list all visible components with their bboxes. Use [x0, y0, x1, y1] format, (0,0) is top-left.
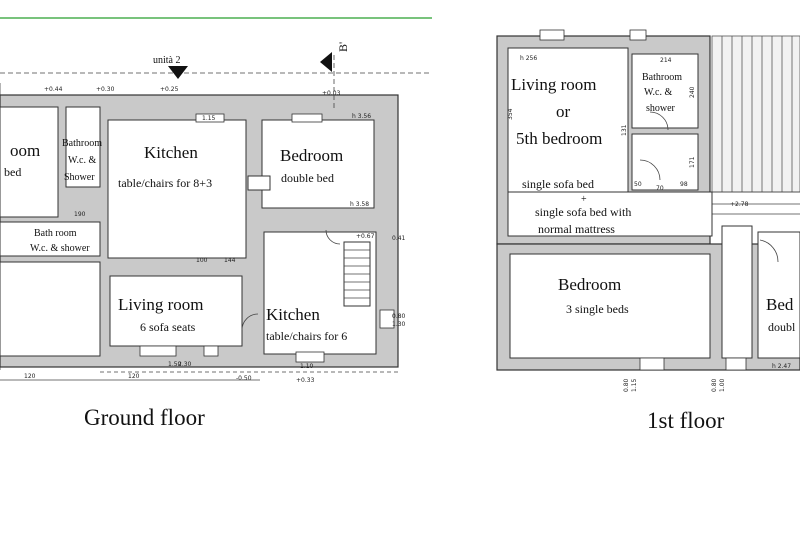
dim-label: +0.44 [44, 86, 63, 93]
dim-label: +0.67 [356, 233, 375, 240]
ground-left-lower-room [0, 261, 101, 357]
ground-floor-plan: unità 2 B' oom bed Bathroom W.c. & Showe… [0, 17, 432, 430]
dim-label: -0.50 [236, 375, 252, 382]
dim-label: +2.78 [730, 201, 749, 208]
unit-label: unità 2 [153, 55, 181, 66]
first-bath-line1: Bathroom [642, 72, 682, 83]
kitchen2-label: Kitchen [266, 305, 320, 324]
dim-label: 0.80 [711, 378, 718, 392]
dim-label: 1.10 [300, 363, 314, 370]
bath1-line2: W.c. & [68, 155, 96, 166]
dim-label: +0.30 [96, 86, 115, 93]
left-room-label: oom [10, 141, 40, 160]
ground-bedroom [261, 119, 375, 209]
unit-marker-arrow [168, 66, 188, 79]
dim-label: h 3.56 [352, 113, 371, 120]
dim-label: 0.80 [392, 313, 406, 320]
first-bedroom-partial [757, 231, 800, 359]
first-bath-line3: shower [646, 103, 676, 114]
ground-living-room [109, 275, 243, 347]
ground-kitchen-1 [107, 119, 247, 259]
kitchen1-label: Kitchen [144, 143, 198, 162]
first-bed-partial-sub: doubl [768, 320, 796, 334]
first-living-line1: Living room [511, 75, 596, 94]
section-label: B' [336, 42, 350, 52]
first-bathroom [631, 53, 699, 129]
first-bedroom-sub: 3 single beds [566, 302, 629, 316]
bedroom-sub: double bed [281, 171, 334, 185]
dim-label: 240 [689, 86, 696, 98]
dim-label: 120 [24, 373, 36, 380]
dim-label: +0.33 [296, 377, 315, 384]
living-sub: 6 sofa seats [140, 320, 196, 334]
bath2-line2: W.c. & shower [30, 243, 90, 254]
first-floor-caption: 1st floor [647, 408, 725, 433]
dim-label: h 256 [520, 55, 537, 62]
dim-label: h 2.47 [772, 363, 791, 370]
first-corridor [631, 133, 699, 191]
living-label: Living room [118, 295, 203, 314]
first-living-plus: + [581, 194, 587, 205]
ground-stair [343, 241, 371, 307]
first-floor-hatch-area [711, 35, 800, 215]
first-bedroom-label: Bedroom [558, 275, 621, 294]
dim-label: 0.80 [623, 378, 630, 392]
ground-bathroom-2 [0, 221, 101, 257]
dim-label: 144 [224, 257, 236, 264]
ground-left-bedroom [0, 106, 59, 218]
bath1-line1: Bathroom [62, 138, 102, 149]
dim-label: 1.30 [392, 321, 406, 328]
dim-label: +0.03 [322, 90, 341, 97]
left-room-sub: bed [4, 165, 21, 179]
first-floor-plan: Living room or 5th bedroom single sofa b… [496, 29, 800, 433]
dim-label: 50 [634, 181, 642, 188]
bath2-line1: Bath room [34, 228, 77, 239]
first-bed-partial-label: Bed [766, 295, 794, 314]
first-landing [507, 191, 713, 237]
dim-label: 120 [128, 373, 140, 380]
dim-label: 1.00 [719, 378, 726, 392]
dim-label: 1.15 [631, 378, 638, 392]
dim-label: 190 [74, 211, 86, 218]
first-living-sub3: normal mattress [538, 222, 615, 236]
dim-label: 0.41 [392, 235, 406, 242]
dim-label: 70 [656, 185, 664, 192]
first-stair-hall [721, 225, 753, 359]
dim-label: +0.25 [160, 86, 179, 93]
kitchen2-sub: table/chairs for 6 [266, 329, 347, 343]
dim-label: 100 [196, 257, 208, 264]
dim-label: 214 [660, 57, 672, 64]
kitchen1-sub: table/chairs for 8+3 [118, 176, 212, 190]
first-living-sub1: single sofa bed [522, 177, 594, 191]
first-living-sub2: single sofa bed with [535, 205, 631, 219]
first-bath-line2: W.c. & [644, 87, 672, 98]
bath1-line3: Shower [64, 172, 95, 183]
ground-floor-caption: Ground floor [84, 405, 205, 430]
dim-label: 1.50 [168, 361, 182, 368]
first-bedroom [509, 253, 711, 359]
dim-label: 171 [689, 156, 696, 168]
dim-label: h 3.58 [350, 201, 369, 208]
dim-label: 98 [680, 181, 688, 188]
bedroom-label: Bedroom [280, 146, 343, 165]
dim-label: 131 [621, 124, 628, 136]
section-marker-arrow [320, 52, 332, 72]
dim-label: 354 [507, 108, 514, 120]
dim-label: 2.30 [178, 361, 192, 368]
ground-bathroom-1 [65, 106, 101, 188]
first-living-line3: 5th bedroom [516, 129, 602, 148]
first-living-line2: or [556, 102, 571, 121]
dim-label: 1.15 [202, 115, 216, 122]
